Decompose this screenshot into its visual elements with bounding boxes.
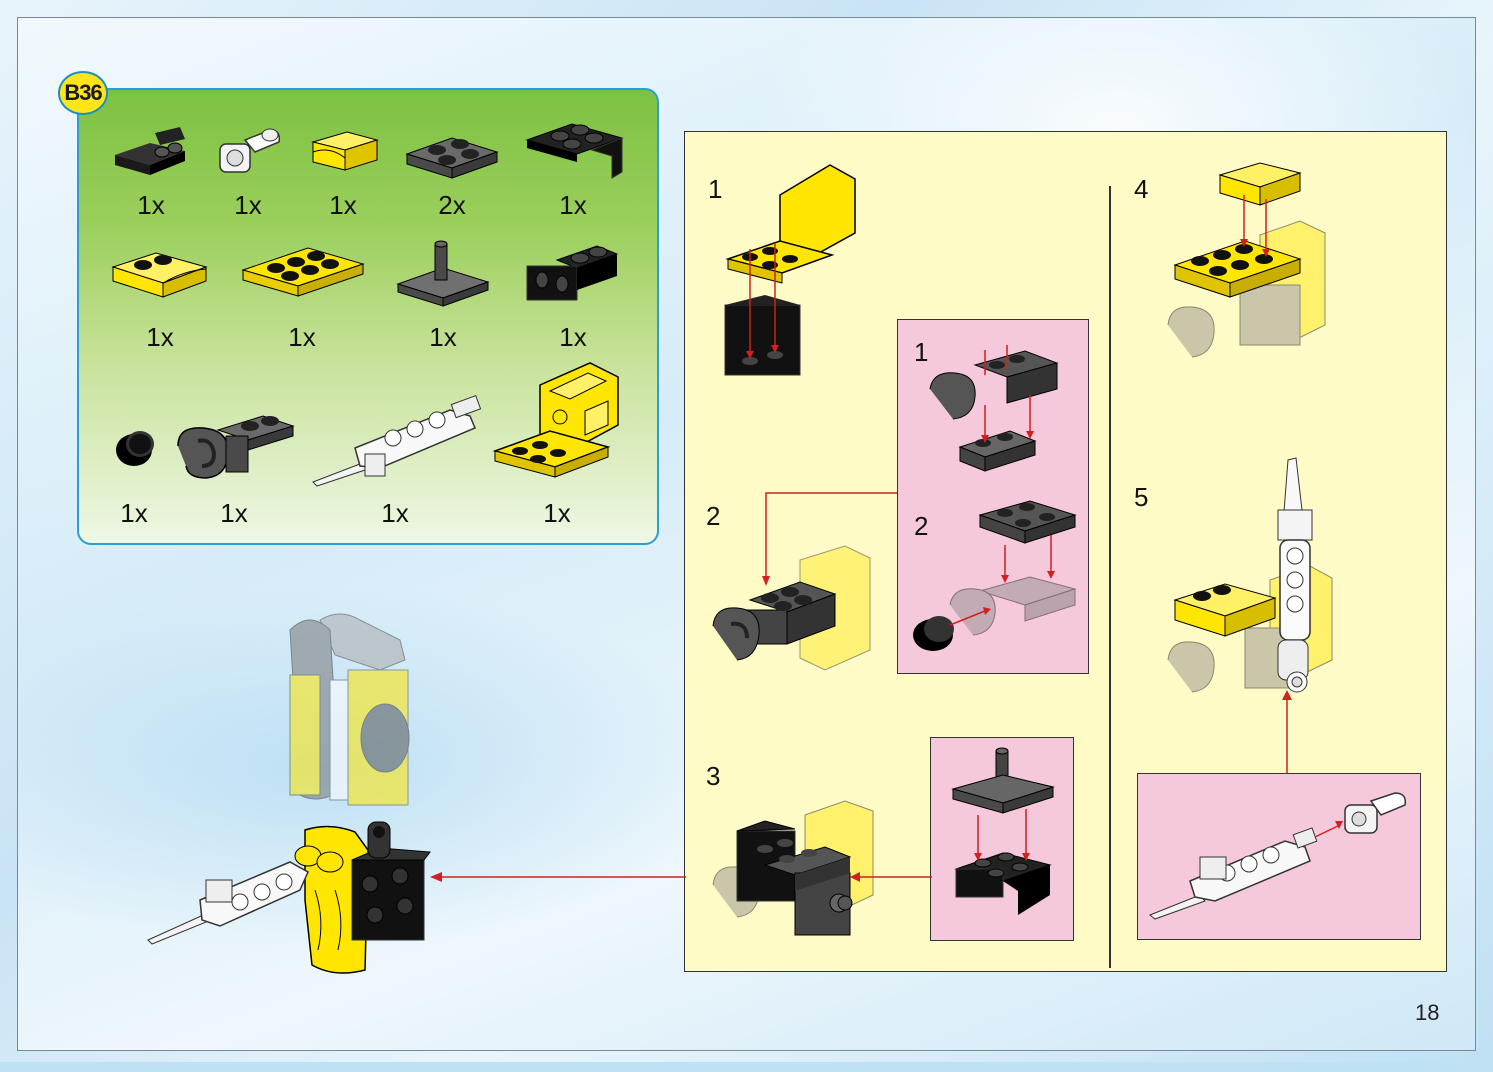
part-qty: 1x	[220, 498, 248, 528]
yellow-curved-slope-icon	[311, 131, 379, 171]
part-qty: 1x	[120, 498, 148, 528]
part-qty: 1x	[146, 322, 174, 352]
part-qty: 1x	[559, 190, 587, 220]
step-5-callout-arrow	[1282, 690, 1292, 776]
part-qty: 1x	[543, 498, 571, 528]
robot-model-assembly	[147, 613, 431, 974]
part-qty: 2x	[438, 190, 466, 220]
step-3-callout-arrow	[850, 872, 932, 882]
white-axle-pin-connector-icon	[219, 128, 281, 173]
step-4-illustration	[1167, 162, 1326, 358]
dark-gray-clip-plate-icon	[177, 415, 295, 479]
part-qty: 1x	[429, 322, 457, 352]
step-5-subassembly-illustration	[1149, 792, 1407, 920]
substep-1-illustration	[929, 345, 1059, 472]
part-qty: 1x	[381, 498, 409, 528]
bottom-strip	[0, 1062, 1493, 1072]
white-blade-beam-icon	[312, 394, 482, 487]
dark-gray-plate-with-pin-icon	[396, 240, 490, 307]
model-callout-arrow	[430, 872, 686, 882]
dark-gray-plate-2x2-icon	[405, 137, 499, 179]
part-qty: 1x	[559, 322, 587, 352]
step-number: 5	[1134, 482, 1149, 512]
part-qty: 1x	[234, 190, 262, 220]
step-2-illustration	[712, 545, 871, 671]
part-qty: 1x	[288, 322, 316, 352]
step-number: 1	[708, 174, 723, 204]
yellow-seat-wedge-icon	[492, 362, 619, 478]
part-qty: 1x	[329, 190, 357, 220]
substep-number: 2	[914, 511, 929, 541]
parts-badge: B36	[58, 71, 108, 115]
page-number: 18	[1415, 1000, 1440, 1025]
substep-2-illustration	[913, 500, 1077, 651]
step-number: 2	[706, 501, 721, 531]
step-number: 4	[1134, 174, 1149, 204]
black-bracket-plate-icon	[115, 127, 185, 175]
black-round-tile-icon	[116, 431, 154, 466]
step-1-illustration	[724, 164, 856, 376]
step-3-subassembly-illustration	[951, 747, 1055, 915]
column-divider	[1109, 186, 1111, 968]
black-bracket-2x2-icon	[525, 123, 624, 179]
step-3-illustration	[712, 800, 874, 936]
step-2-callout-arrow	[762, 492, 898, 586]
substep-number: 1	[914, 337, 929, 367]
yellow-curved-plate-icon	[111, 252, 208, 298]
part-qty: 1x	[137, 190, 165, 220]
step-5-illustration	[1167, 457, 1333, 693]
yellow-plate-2x3-icon	[241, 247, 365, 297]
step-number: 3	[706, 761, 721, 791]
black-bracket-up-icon	[526, 245, 619, 301]
